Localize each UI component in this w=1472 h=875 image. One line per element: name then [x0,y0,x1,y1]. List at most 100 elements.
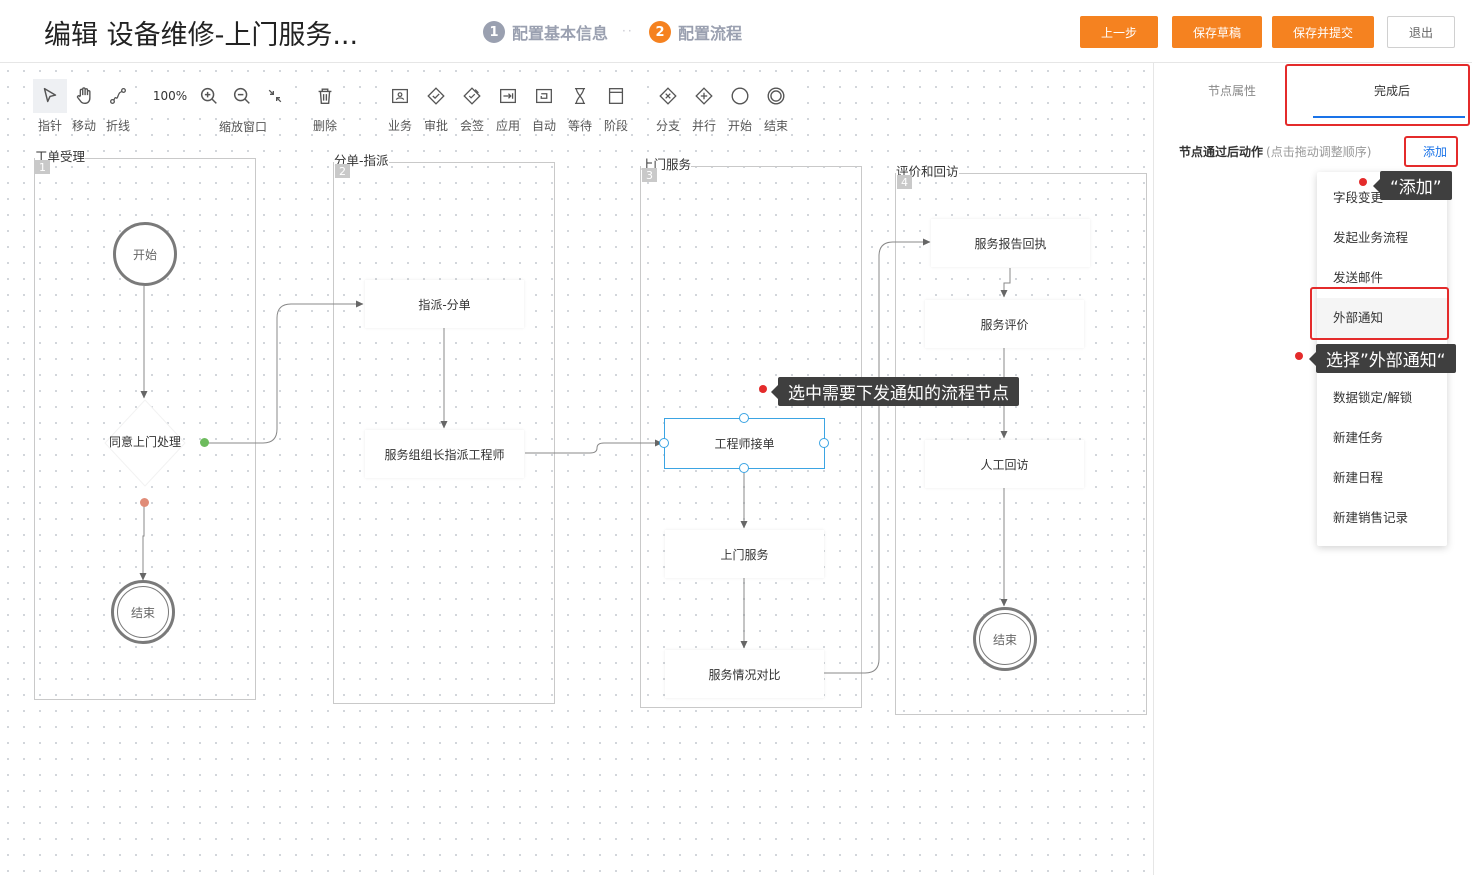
apply-node-icon [500,88,516,104]
save-submit-button[interactable]: 保存并提交 [1272,16,1374,48]
swimlane-4[interactable] [895,173,1147,715]
menu-item-data-lock[interactable]: 数据锁定/解锁 [1333,390,1413,405]
zoom-level[interactable]: 100% [152,89,188,103]
tool-label: 审批 [423,119,448,133]
tool-approve[interactable]: 审批 [419,79,453,134]
task-node-engineer-accept[interactable]: 工程师接单 [664,418,825,469]
end-event-icon [767,87,785,105]
step-basic-info[interactable]: 1 配置基本信息 [483,20,608,44]
annotation-click-add: “添加” [1373,171,1452,200]
menu-item-new-task[interactable]: 新建任务 [1333,430,1384,445]
approval-node-agree-visit[interactable]: 同意上门处理 [108,435,181,449]
selection-handle-bottom[interactable] [739,463,749,473]
tool-polyline[interactable]: 折线 [101,79,135,134]
tool-apply[interactable]: 应用 [491,79,525,134]
zoom-in-button[interactable] [195,79,223,113]
connector-compare-to-report[interactable] [824,238,931,674]
menu-item-send-email[interactable]: 发送邮件 [1333,270,1384,285]
approve-node-icon [427,87,445,105]
section-hint: (点击拖动调整顺序) [1266,145,1372,159]
task-node-manual-followup[interactable]: 人工回访 [925,440,1084,488]
task-node-onsite-service[interactable]: 上门服务 [665,530,824,578]
prev-step-button[interactable]: 上一步 [1080,16,1158,48]
polyline-icon [110,88,126,104]
menu-item-field-change[interactable]: 字段变更 [1333,190,1384,205]
exit-button[interactable]: 退出 [1387,16,1455,48]
stage-icon [608,88,624,104]
menu-item-start-process[interactable]: 发起业务流程 [1333,230,1409,245]
tool-countersign[interactable]: 会签 [455,79,489,134]
tool-label: 指针 [37,119,62,133]
swimlane-1[interactable] [34,158,256,700]
tool-label: 自动 [531,119,556,133]
task-node-group-leader[interactable]: 服务组组长指派工程师 [365,430,524,478]
tool-end[interactable]: 结束 [759,79,793,134]
tool-branch[interactable]: 分支 [651,79,685,134]
step-config-flow[interactable]: 2 配置流程 [649,20,742,44]
menu-item-new-schedule[interactable]: 新建日程 [1333,470,1384,485]
connection-point-red[interactable] [140,498,149,507]
page-title: 编辑 设备维修-上门服务... [44,20,359,51]
toolbar-group-zoom [148,79,292,113]
parallel-gateway-icon [695,87,713,105]
connection-point-green[interactable] [200,438,209,447]
lane-number: 4 [897,175,912,189]
end-event-node[interactable]: 结束 [973,607,1037,671]
lane-number: 2 [335,164,350,178]
end-event-node[interactable]: 结束 [111,580,175,644]
annotation-select-node: 选中需要下发通知的流程节点 [771,377,1019,406]
start-event-node[interactable]: 开始 [113,222,177,286]
swimlane-2[interactable] [333,162,555,704]
connector-agree-to-end[interactable] [139,504,147,581]
task-node-assign[interactable]: 指派-分单 [365,280,524,328]
annotation-dot [759,385,767,393]
connector-report-to-review[interactable] [1000,268,1011,298]
tool-pointer[interactable]: 指针 [33,79,67,134]
step-separator: ·· [622,24,634,38]
selection-handle-left[interactable] [659,438,669,448]
annotation-dot [1359,178,1367,186]
tool-auto[interactable]: 自动 [527,79,561,134]
menu-item-new-sales-record[interactable]: 新建销售记录 [1333,510,1409,525]
task-node-service-review[interactable]: 服务评价 [925,300,1084,348]
tool-label: 应用 [495,119,520,133]
task-node-service-report[interactable]: 服务报告回执 [931,219,1090,267]
tool-label: 阶段 [603,119,628,133]
active-tab-indicator [1313,116,1465,118]
selection-handle-top[interactable] [739,413,749,423]
step-label: 配置基本信息 [512,24,609,43]
tool-start[interactable]: 开始 [723,79,757,134]
selection-handle-right[interactable] [819,438,829,448]
connector-agree-to-assign[interactable] [206,300,364,444]
zoom-out-button[interactable] [228,79,256,113]
section-label-text: 节点通过后动作 [1179,145,1264,159]
tool-delete[interactable]: 删除 [308,79,342,134]
business-node-icon [392,88,408,104]
tool-label: 并行 [691,119,716,133]
add-action-link[interactable]: 添加 [1423,145,1448,159]
task-node-service-compare[interactable]: 服务情况对比 [665,650,824,698]
fit-window-button[interactable] [261,79,289,113]
tool-label: 结束 [763,119,788,133]
zoom-out-icon [233,87,250,104]
tab-node-properties[interactable]: 节点属性 [1208,84,1257,98]
tool-label: 开始 [727,119,752,133]
tool-label: 等待 [567,119,592,133]
header-bar: 编辑 设备维修-上门服务... 1 配置基本信息 ·· 2 配置流程 上一步 保… [0,0,1472,63]
connector-leader-to-engineer[interactable] [525,439,663,454]
step-number: 1 [483,21,505,43]
save-draft-button[interactable]: 保存草稿 [1172,16,1262,48]
tool-label: 业务 [387,119,412,133]
menu-item-external-notify[interactable]: 外部通知 [1317,298,1447,338]
tool-parallel[interactable]: 并行 [687,79,721,134]
highlight-box-add [1404,136,1458,167]
swimlane-3[interactable] [640,166,862,708]
tool-label: 删除 [312,119,337,133]
section-label: 节点通过后动作(点击拖动调整顺序) [1179,143,1371,160]
tab-after-complete[interactable]: 完成后 [1374,84,1411,98]
tool-wait[interactable]: 等待 [563,79,597,134]
step-number: 2 [649,21,671,43]
tool-stage[interactable]: 阶段 [599,79,633,134]
tool-business[interactable]: 业务 [383,79,417,134]
tool-move[interactable]: 移动 [67,79,101,134]
